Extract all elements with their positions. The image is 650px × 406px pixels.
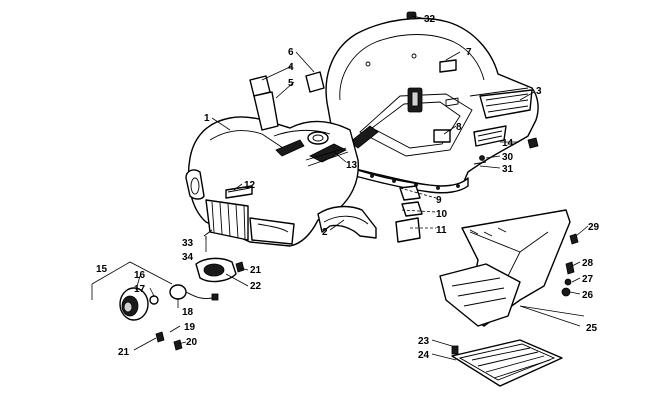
- footwell: [439, 209, 571, 327]
- trim-ring: [195, 257, 237, 283]
- callout-26: 26: [582, 290, 594, 301]
- callout-23: 23: [418, 336, 430, 347]
- callout-11: 11: [436, 225, 447, 236]
- callout-8: 8: [456, 122, 462, 133]
- callout-4: 4: [288, 62, 294, 73]
- callout-10: 10: [436, 209, 448, 220]
- fender-flare-edge: [323, 215, 369, 225]
- callout-30: 30: [502, 152, 514, 163]
- callout-9: 9: [436, 195, 442, 206]
- callout-27: 27: [582, 274, 594, 285]
- callout-24: 24: [418, 350, 430, 361]
- rear-fender: [325, 17, 539, 188]
- hardware: [155, 11, 579, 355]
- callout-2: 2: [322, 227, 328, 238]
- group-15-bracket: [91, 261, 173, 285]
- fender-flare: [317, 205, 377, 239]
- callout-19: 19: [184, 322, 196, 333]
- callout-17: 17: [134, 284, 146, 295]
- callout-16: 16: [134, 270, 146, 281]
- skid-plate: [451, 339, 563, 387]
- callout-18: 18: [182, 307, 194, 318]
- callout-21-lower: 21: [118, 347, 130, 358]
- leader-lines: [133, 15, 589, 361]
- callout-32: 32: [424, 14, 436, 25]
- callout-21-upper: 21: [250, 265, 262, 276]
- callout-14: 14: [502, 138, 514, 149]
- decals: [249, 71, 423, 243]
- callout-12: 12: [244, 180, 256, 191]
- headlight-assembly: [119, 284, 219, 321]
- callout-31: 31: [502, 164, 514, 175]
- callout-20: 20: [186, 337, 198, 348]
- callout-3: 3: [536, 86, 542, 97]
- callout-7: 7: [466, 47, 472, 58]
- callout-labels: 1 2 3 4 5 6 7 8 9 10 11 12 13 14 15 16 1…: [96, 14, 600, 361]
- callout-15: 15: [96, 264, 108, 275]
- callout-29: 29: [588, 222, 600, 233]
- callout-1: 1: [204, 113, 210, 124]
- callout-25: 25: [586, 323, 598, 334]
- callout-28: 28: [582, 258, 594, 269]
- group-25-bracket: [519, 305, 585, 327]
- callout-22: 22: [250, 281, 262, 292]
- callout-34: 34: [182, 252, 194, 263]
- callout-5: 5: [288, 78, 294, 89]
- callout-6: 6: [288, 47, 294, 58]
- callout-13: 13: [346, 160, 358, 171]
- callout-33: 33: [182, 238, 194, 249]
- front-fender: [185, 116, 359, 247]
